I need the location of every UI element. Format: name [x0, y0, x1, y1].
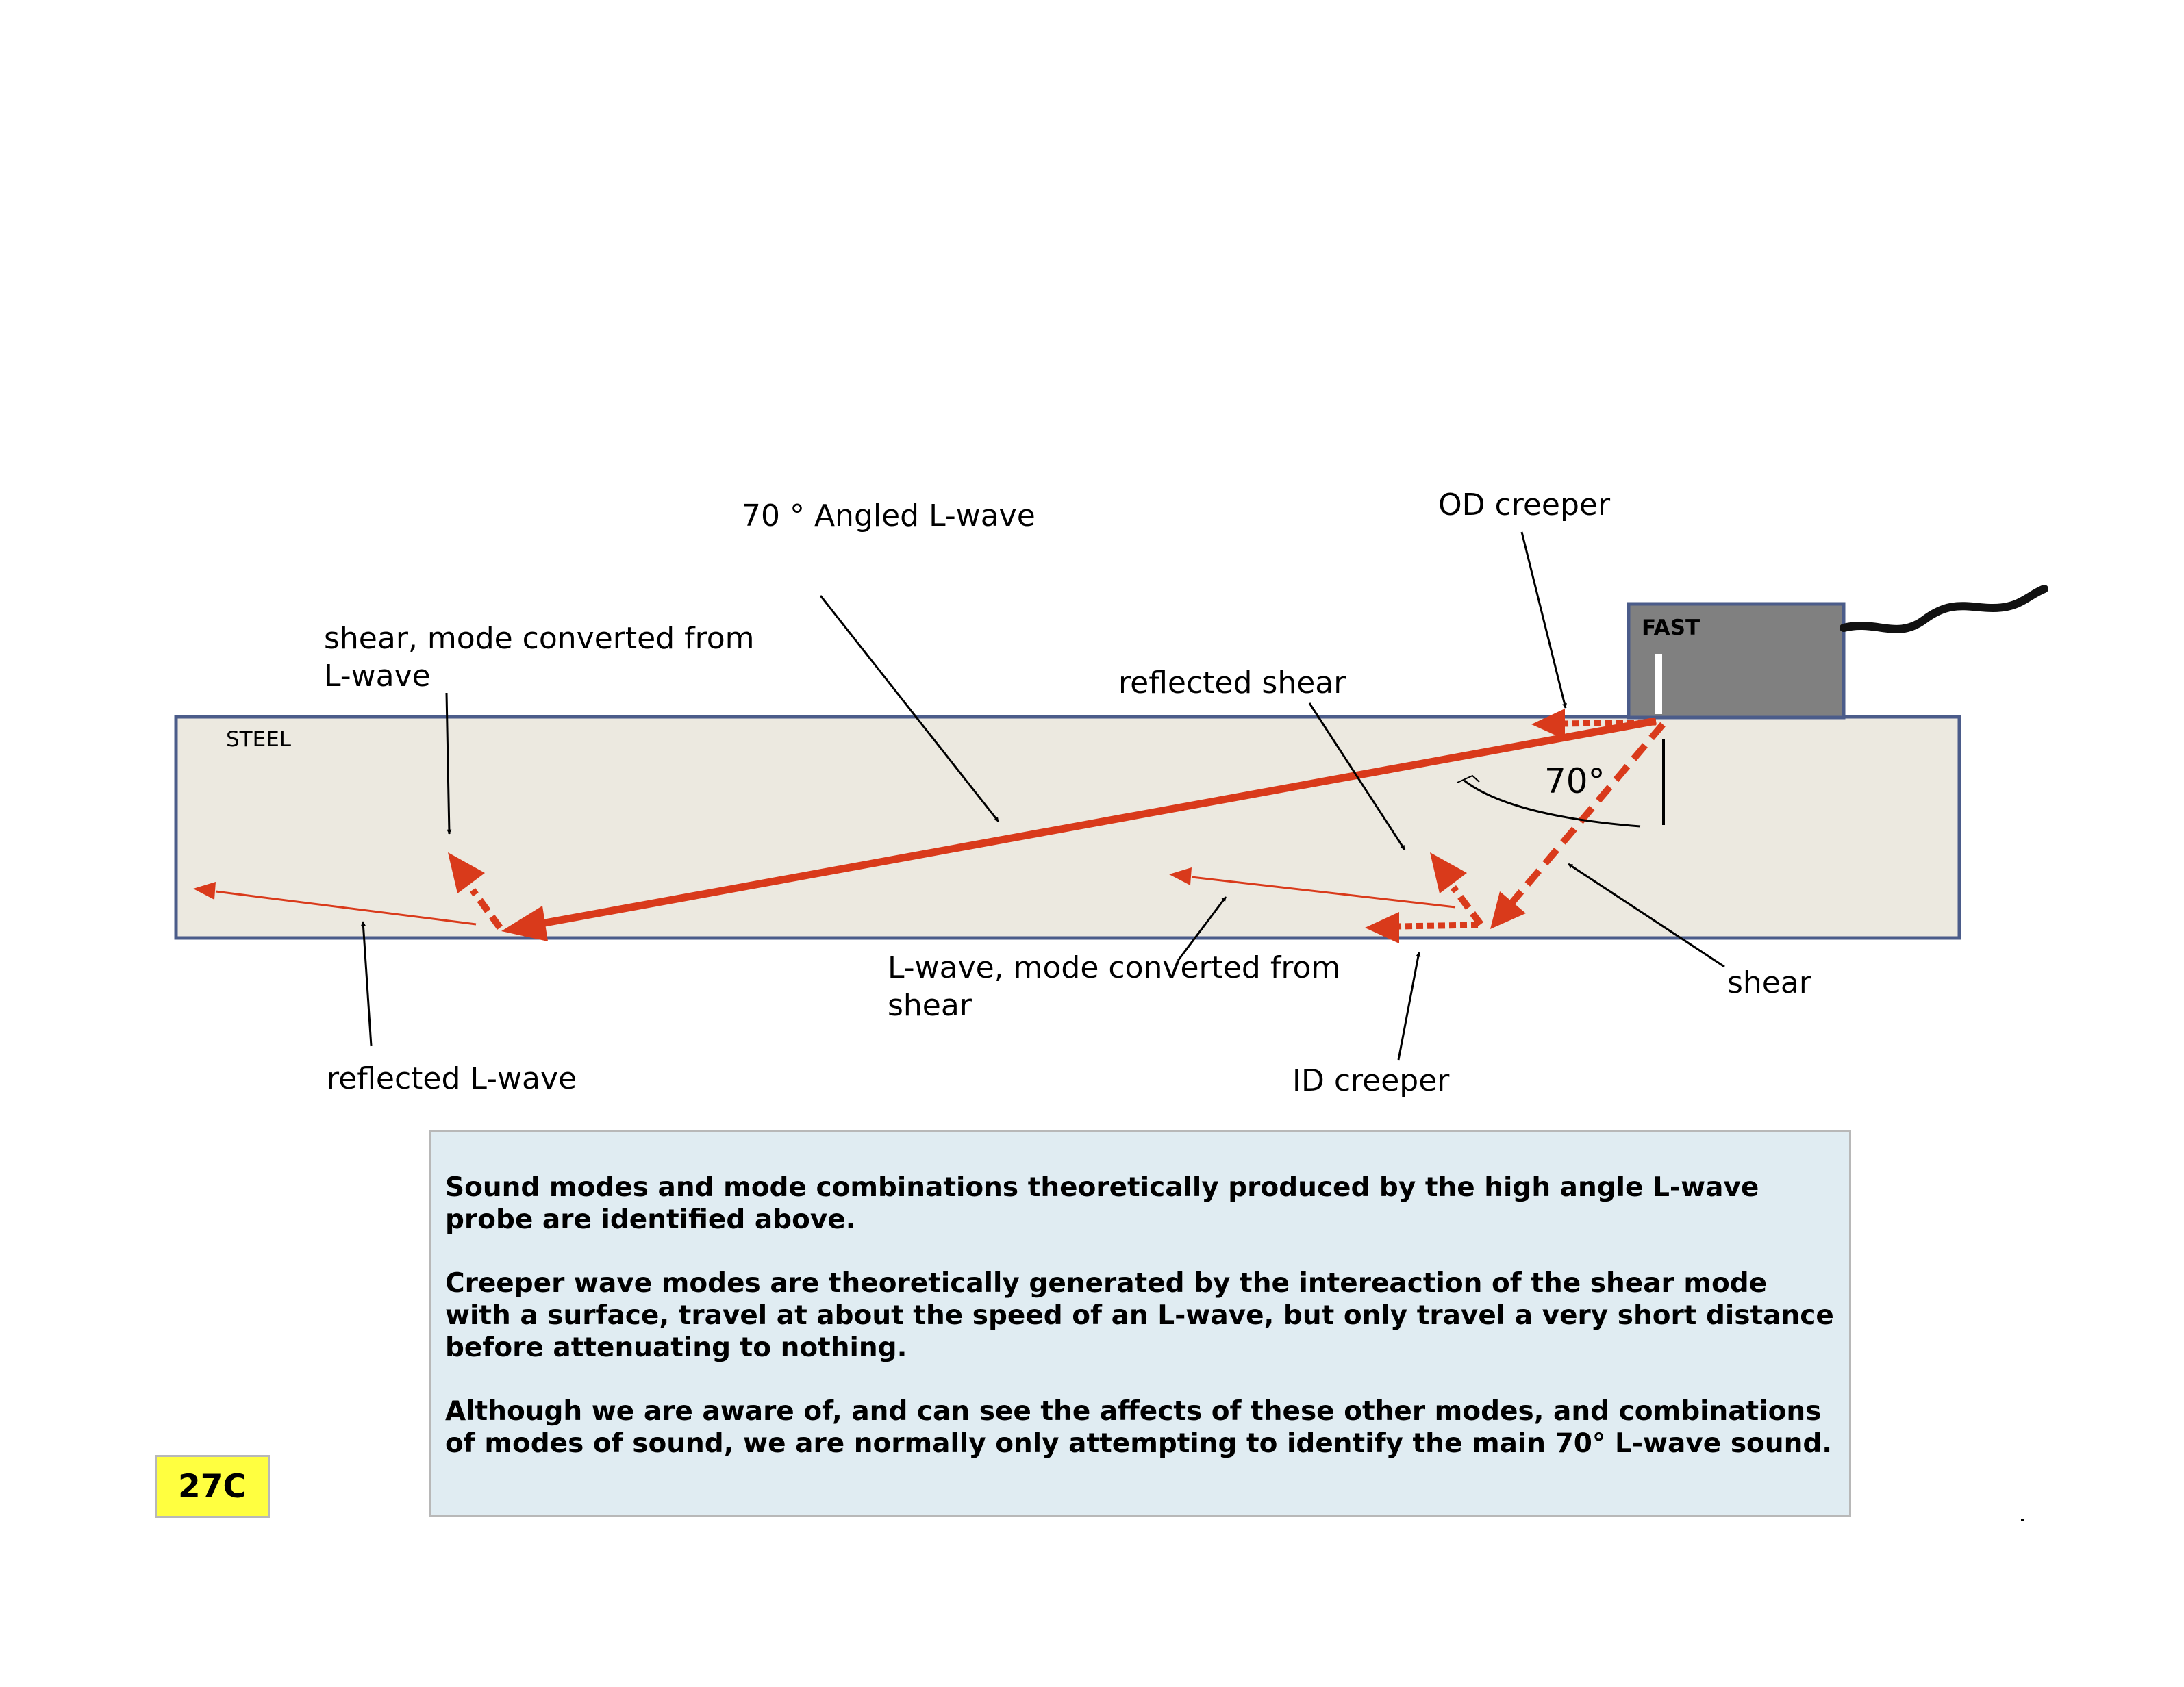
- label-l-wave-mode-converted-1: L-wave, mode converted from: [888, 950, 1340, 985]
- reflected-l-wave: [215, 890, 477, 926]
- main-l-wave-arrowhead: [501, 906, 548, 941]
- l-wave-mode-converted-arrowhead: [1169, 867, 1192, 885]
- explanation-paragraph-3: Although we are aware of, and can see th…: [445, 1396, 1833, 1459]
- id-creeper-wave: [1398, 922, 1479, 930]
- leader-l-wave-mode-converted: [1177, 896, 1227, 961]
- explanation-box: Sound modes and mode combinations theore…: [429, 1130, 1851, 1517]
- probe-label: FAST: [1642, 616, 1700, 640]
- label-shear: shear: [1727, 965, 1812, 1000]
- probe-element: [1655, 654, 1662, 714]
- angle-arc: [1464, 779, 1641, 828]
- leader-shear-mode-converted: [445, 692, 452, 835]
- id-creeper-arrowhead: [1365, 912, 1399, 943]
- shear-arrowhead: [1490, 891, 1526, 929]
- angle-arc-tick: [1457, 774, 1480, 783]
- probe-body: [1627, 602, 1846, 720]
- steel-label: STEEL: [226, 727, 292, 752]
- od-creeper-wave: [1562, 719, 1657, 727]
- label-shear-mode-converted-2: L-wave: [324, 659, 431, 694]
- l-wave-mode-converted-wave: [1191, 876, 1456, 909]
- leader-shear: [1568, 863, 1725, 968]
- label-reflected-shear: reflected shear: [1118, 665, 1346, 700]
- reflected-l-wave-arrowhead: [193, 882, 216, 900]
- main-l-wave: [540, 717, 1657, 928]
- leader-id-creeper: [1397, 952, 1421, 1061]
- leader-reflected-l-wave: [360, 921, 373, 1047]
- angle-label: 70°: [1544, 761, 1605, 801]
- label-od-creeper: OD creeper: [1438, 487, 1611, 522]
- reflected-shear-arrowhead: [1430, 852, 1467, 893]
- slide-id-badge: 27C: [155, 1455, 270, 1518]
- probe-cable: [1840, 585, 2048, 633]
- reflected-shear-wave: [1450, 885, 1484, 926]
- leader-od-creeper: [1520, 531, 1567, 709]
- label-l-wave-mode-converted-2: shear: [888, 988, 972, 1023]
- explanation-paragraph-2: Creeper wave modes are theoretically gen…: [445, 1268, 1834, 1363]
- shear-mode-converted-arrowhead: [448, 852, 485, 893]
- shear-mode-converted-wave: [469, 888, 503, 930]
- label-reflected-l-wave: reflected L-wave: [327, 1061, 577, 1096]
- label-shear-mode-converted-1: shear, mode converted from: [324, 621, 755, 656]
- stray-dot: [2021, 1519, 2024, 1521]
- od-creeper-arrowhead: [1531, 709, 1565, 739]
- label-id-creeper: ID creeper: [1292, 1063, 1450, 1098]
- shear-wave: [1509, 722, 1666, 905]
- leader-angled-l-wave: [819, 595, 1000, 822]
- label-angled-l-wave: 70 ° Angled L-wave: [742, 498, 1035, 533]
- explanation-paragraph-1: Sound modes and mode combinations theore…: [445, 1172, 1759, 1235]
- leader-reflected-shear: [1308, 702, 1406, 850]
